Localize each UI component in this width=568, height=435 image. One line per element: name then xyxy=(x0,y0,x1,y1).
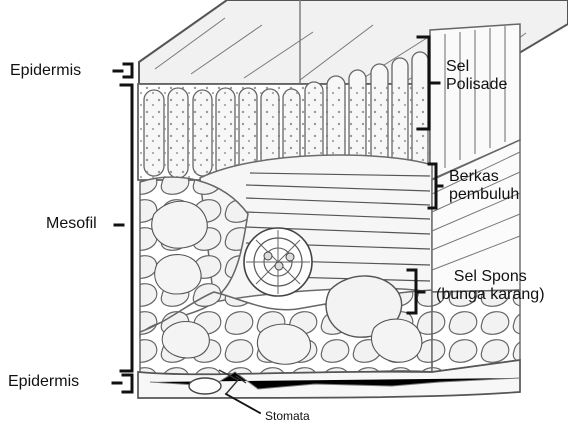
sel-polisade-line1: Sel xyxy=(446,58,507,76)
sel-spons-label: Sel Spons (bunga karang) xyxy=(436,268,545,305)
sel-spons-line1: Sel Spons xyxy=(436,268,545,286)
sel-polisade-label: Sel Polisade xyxy=(446,58,507,95)
mesofil-label: Mesofil xyxy=(46,215,97,233)
epidermis-top-label: Epidermis xyxy=(10,62,81,80)
berkas-pembuluh-label: Berkas pembuluh xyxy=(449,168,519,205)
berkas-line2: pembuluh xyxy=(449,186,519,204)
berkas-line1: Berkas xyxy=(449,168,519,186)
sel-spons-line2: (bunga karang) xyxy=(436,286,545,304)
sel-polisade-line2: Polisade xyxy=(446,76,507,94)
epidermis-bottom-label: Epidermis xyxy=(8,373,79,391)
stomata-label: Stomata xyxy=(265,410,310,424)
